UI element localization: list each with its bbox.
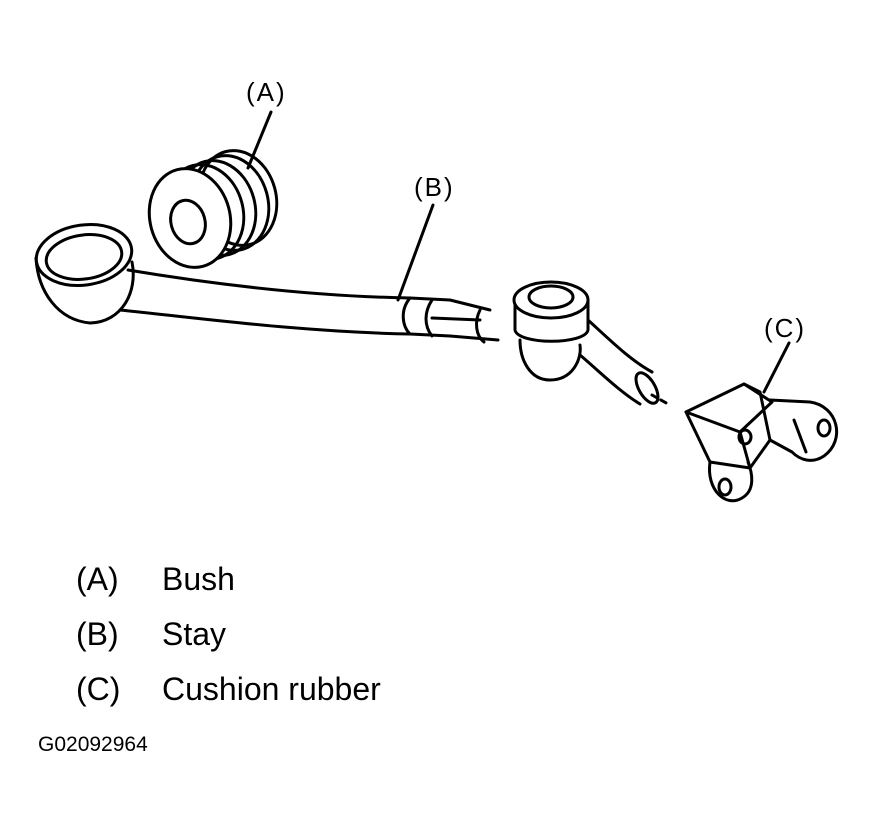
legend-row-a: (A) Bush bbox=[76, 552, 381, 607]
leader-line-c bbox=[762, 341, 791, 394]
legend-key: (B) bbox=[76, 616, 119, 652]
stay-drawing bbox=[34, 223, 670, 406]
legend: (A) Bush (B) Stay (C) Cushion rubber bbox=[76, 552, 381, 717]
legend-label: Bush bbox=[162, 561, 235, 597]
legend-label: Stay bbox=[162, 616, 227, 652]
bush-drawing bbox=[147, 149, 279, 269]
callout-a: (A) bbox=[246, 77, 287, 107]
legend-key: (A) bbox=[76, 561, 119, 597]
legend-row-b: (B) Stay bbox=[76, 607, 381, 662]
legend-key: (C) bbox=[76, 671, 121, 707]
legend-row-c: (C) Cushion rubber bbox=[76, 662, 381, 717]
callout-c: (C) bbox=[764, 313, 806, 343]
leader-line-b bbox=[396, 203, 435, 302]
parts-diagram: (A) (B) (C) bbox=[34, 77, 839, 503]
leader-line-a bbox=[246, 110, 273, 170]
callout-b: (B) bbox=[414, 172, 455, 202]
figure-id: G02092964 bbox=[38, 733, 148, 756]
legend-label: Cushion rubber bbox=[162, 671, 381, 707]
cushion-rubber-drawing bbox=[684, 382, 839, 503]
